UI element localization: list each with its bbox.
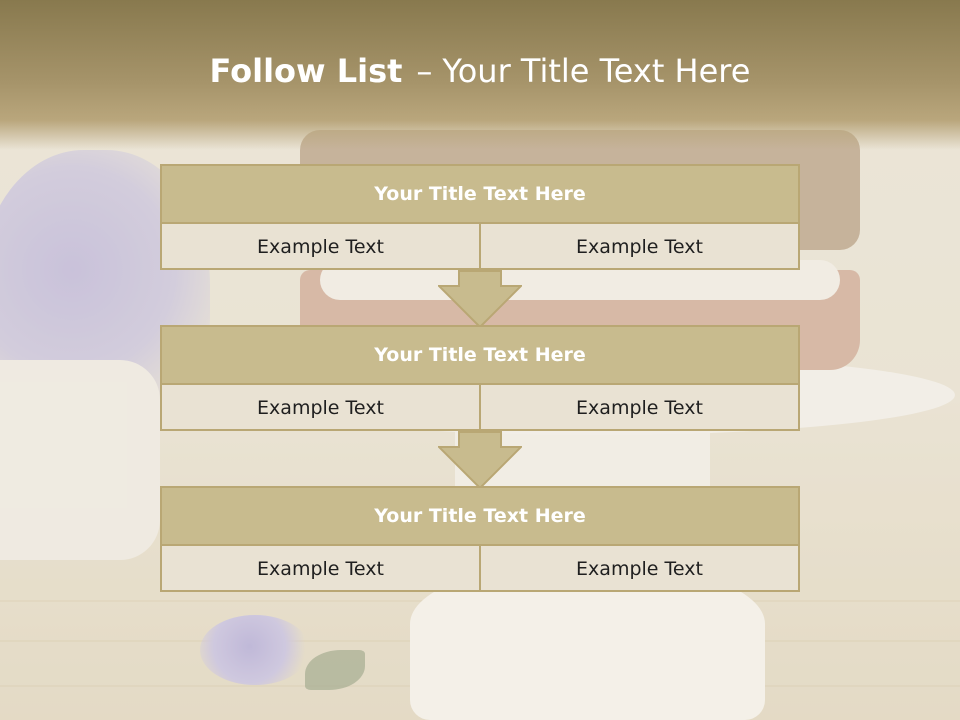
list-block-1: Your Title Text Here Example Text Exampl… bbox=[160, 164, 800, 270]
slide-title: Follow List–Your Title Text Here bbox=[0, 52, 960, 90]
list-block-cell-right: Example Text bbox=[479, 385, 798, 431]
list-block-cell-left: Example Text bbox=[257, 397, 384, 419]
small-flower-decoration bbox=[200, 615, 310, 685]
list-block-title: Your Title Text Here bbox=[162, 327, 798, 385]
slide-title-dash: – bbox=[416, 52, 433, 90]
slide-title-rest: Your Title Text Here bbox=[442, 52, 751, 90]
list-block-row: Example Text Example Text bbox=[162, 385, 798, 431]
down-arrow-icon bbox=[438, 431, 522, 489]
list-block-title: Your Title Text Here bbox=[162, 166, 798, 224]
basket-decoration bbox=[0, 360, 160, 560]
list-block-3: Your Title Text Here Example Text Exampl… bbox=[160, 486, 800, 592]
list-block-cell-left: Example Text bbox=[257, 236, 384, 258]
list-block-cell-left: Example Text bbox=[257, 558, 384, 580]
list-block-row: Example Text Example Text bbox=[162, 546, 798, 592]
list-block-title: Your Title Text Here bbox=[162, 488, 798, 546]
title-band bbox=[0, 0, 960, 150]
list-block-row: Example Text Example Text bbox=[162, 224, 798, 270]
slide-title-bold: Follow List bbox=[209, 52, 403, 90]
list-block-2: Your Title Text Here Example Text Exampl… bbox=[160, 325, 800, 431]
list-block-cell-right: Example Text bbox=[479, 546, 798, 592]
list-block-cell-right: Example Text bbox=[479, 224, 798, 270]
down-arrow-icon bbox=[438, 270, 522, 328]
